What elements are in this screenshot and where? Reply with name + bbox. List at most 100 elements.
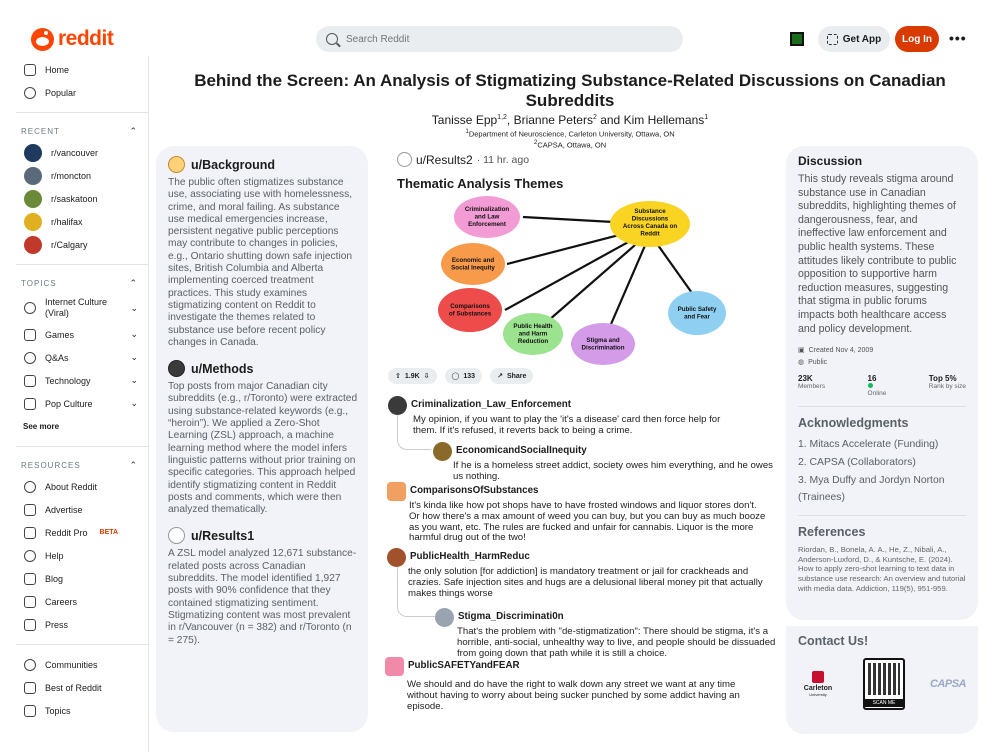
author-separator: and (596, 113, 624, 127)
comments-count: 133 (463, 372, 476, 380)
sidebar-item-internet-culture[interactable]: Internet Culture (Viral) ⌄ (16, 293, 148, 323)
share-label: Share (506, 372, 527, 380)
sidebar-item-pop-culture[interactable]: Pop Culture ⌄ (16, 392, 148, 415)
sidebar-item-calgary[interactable]: r/Calgary (16, 233, 148, 256)
resources-title: RESOURCES (21, 460, 81, 470)
sidebar-item-home[interactable]: Home (16, 58, 148, 81)
sidebar-item-help[interactable]: Help (16, 544, 148, 567)
reddit-logo[interactable]: reddit (31, 27, 114, 51)
qr-code[interactable]: SCAN ME (862, 658, 905, 710)
comment: PublicSAFETYandFEAR We should and do hav… (385, 657, 775, 712)
sidebar-item-halifax[interactable]: r/halifax (16, 210, 148, 233)
comment-username[interactable]: Criminalization_Law_Enforcement (411, 399, 572, 411)
resources-section-header[interactable]: RESOURCES ⌃ (16, 455, 148, 475)
stat-value: 16 (867, 374, 877, 384)
author-name: Kim Hellemans (623, 113, 705, 127)
sidebar-item-moncton[interactable]: r/moncton (16, 164, 148, 187)
comment-author[interactable]: ComparisonsOfSubstances (387, 482, 772, 501)
diagram-connector (603, 233, 652, 339)
comment-username[interactable]: ComparisonsOfSubstances (410, 485, 539, 497)
press-icon (24, 618, 36, 631)
diagram-node (668, 291, 726, 335)
carleton-logo[interactable]: Carleton University (798, 671, 838, 697)
sidebar-item-label: Q&As (45, 352, 69, 363)
sidebar-item-careers[interactable]: Careers (16, 590, 148, 613)
chevron-down-icon: ⌄ (130, 398, 138, 408)
sidebar-item-label: r/vancouver (51, 147, 99, 158)
affiliation-1: 1Department of Neuroscience, Carleton Un… (160, 128, 980, 139)
sidebar-item-blog[interactable]: Blog (16, 567, 148, 590)
sidebar-item-label: r/Calgary (51, 239, 88, 250)
sidebar-item-communities[interactable]: Communities (16, 653, 148, 676)
sidebar-item-vancouver[interactable]: r/vancouver (16, 141, 148, 164)
comment-username[interactable]: EconomicandSocialInequity (456, 445, 587, 457)
comment-author[interactable]: PublicSAFETYandFEAR (385, 657, 775, 676)
chevron-down-icon: ⌄ (130, 352, 138, 362)
sidebar-item-topics[interactable]: Topics (16, 699, 148, 722)
background-title[interactable]: u/Background (191, 157, 276, 172)
topics-title: TOPICS (21, 278, 57, 288)
login-button[interactable]: Log In (895, 26, 939, 52)
comment-username[interactable]: PublicHealth_HarmReduc (410, 551, 530, 563)
diagram-node (571, 323, 635, 365)
comment: ComparisonsOfSubstances It's kinda like … (387, 482, 772, 544)
sidebar-item-about-reddit[interactable]: About Reddit (16, 475, 148, 498)
divider (16, 112, 148, 113)
user-avatar (388, 396, 407, 415)
comment-username[interactable]: Stigma_Discriminati0n (458, 611, 564, 623)
author-sup: 1,2 (497, 114, 507, 121)
more-options-icon[interactable]: ••• (949, 30, 967, 46)
sidebar-item-best-of-reddit[interactable]: Best of Reddit (16, 676, 148, 699)
comment: Stigma_Discriminati0n That's the problem… (435, 608, 780, 659)
affil-text: Department of Neuroscience, Carleton Uni… (468, 129, 675, 139)
sidebar-item-label: Press (45, 619, 69, 630)
post-time: · 11 hr. ago (476, 153, 530, 166)
diagram-hub (610, 201, 690, 247)
carleton-label: Carleton (803, 685, 833, 692)
about-icon (24, 480, 36, 493)
affil-sup: 2 (533, 139, 538, 146)
ack-item: 3. Mya Duffy and Jordyn Norton (Trainees… (798, 475, 945, 504)
post-username[interactable]: u/Results2 (416, 152, 473, 167)
sidebar-item-popular[interactable]: Popular (16, 81, 148, 104)
topics-section-header[interactable]: TOPICS ⌃ (16, 273, 148, 293)
online-dot-icon (867, 383, 873, 389)
share-button[interactable]: ↗ Share (490, 368, 534, 384)
sidebar-item-reddit-pro[interactable]: Reddit Pro BETA (16, 521, 148, 544)
sidebar-item-label: r/moncton (51, 170, 92, 181)
recent-section-header[interactable]: RECENT ⌃ (16, 121, 148, 141)
get-app-button[interactable]: Get App (818, 26, 890, 52)
author-name: Tanisse Epp (431, 113, 498, 127)
sidebar-item-technology[interactable]: Technology ⌄ (16, 369, 148, 392)
methods-title[interactable]: u/Methods (191, 361, 254, 376)
sidebar-item-saskatoon[interactable]: r/saskatoon (16, 187, 148, 210)
upvote-icon[interactable]: ⇧ (395, 373, 401, 380)
topics-icon (24, 704, 36, 717)
poster-title: Behind the Screen: An Analysis of Stigma… (194, 71, 946, 110)
left-sidebar: Home Popular RECENT ⌃ r/vancouver r/monc… (16, 56, 149, 752)
comment-author[interactable]: Criminalization_Law_Enforcement (388, 396, 768, 415)
vote-button[interactable]: ⇧ 1.9K ⇩ (388, 368, 437, 384)
comment-author[interactable]: Stigma_Discriminati0n (435, 608, 780, 627)
sidebar-item-press[interactable]: Press (16, 613, 148, 636)
downvote-icon[interactable]: ⇩ (423, 373, 430, 380)
comment-author[interactable]: PublicHealth_HarmReduc (387, 548, 772, 567)
sidebar-item-games[interactable]: Games ⌄ (16, 323, 148, 346)
qr-code-icon[interactable] (790, 32, 804, 46)
stat-rank[interactable]: Top 5%Rank by size (929, 374, 966, 397)
results1-title[interactable]: u/Results1 (191, 528, 255, 543)
search-input[interactable] (346, 33, 646, 45)
search-bar[interactable] (316, 26, 683, 52)
comment-author[interactable]: EconomicandSocialInequity (433, 442, 778, 461)
comment-username[interactable]: PublicSAFETYandFEAR (408, 660, 520, 672)
reddit-snoo-icon (31, 27, 54, 51)
see-more-link[interactable]: See more (23, 422, 60, 431)
sidebar-item-advertise[interactable]: Advertise (16, 498, 148, 521)
comments-button[interactable]: ◯ 133 (444, 368, 483, 384)
capsa-logo[interactable]: CAPSA (929, 678, 967, 690)
sidebar-item-label: Games (45, 329, 75, 340)
sidebar-item-qas[interactable]: Q&As ⌄ (16, 346, 148, 369)
user-avatar (435, 608, 454, 627)
